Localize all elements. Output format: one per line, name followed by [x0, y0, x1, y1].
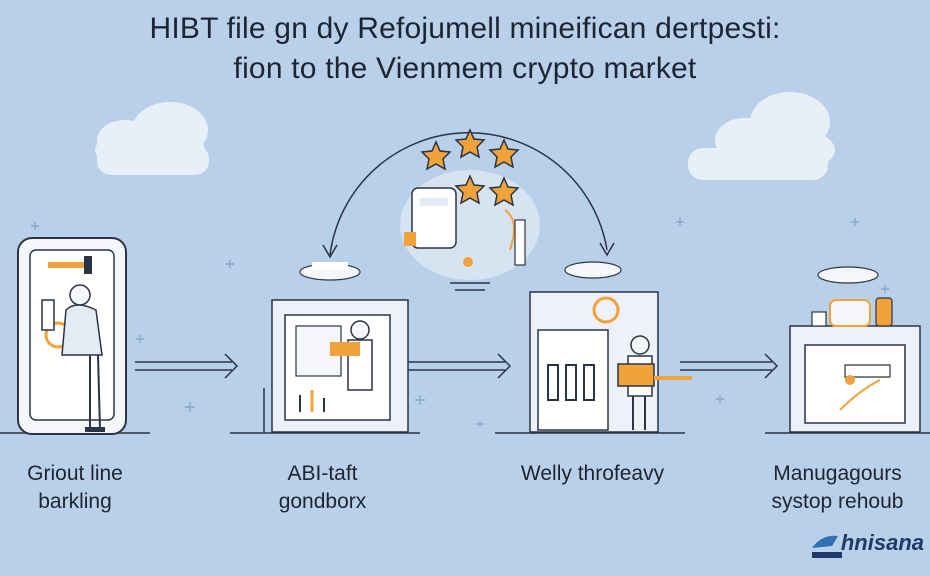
- cloud-icon: [95, 102, 209, 175]
- stage-label-2: ABI-taft gondborx: [240, 460, 405, 516]
- logo-swoosh-icon: [812, 535, 842, 558]
- star-icon: [420, 128, 520, 207]
- loop-arrow-icon: [322, 132, 615, 259]
- stage-2-illustration: [263, 262, 409, 433]
- stage-label-2-line2: gondborx: [278, 490, 367, 513]
- stage-label-4: Manugagours systop rehoub: [745, 460, 930, 516]
- arrow-right-icon: [680, 353, 779, 379]
- stage-label-1-line1: Griout line: [27, 462, 123, 485]
- stage-3-illustration: [529, 261, 692, 433]
- title-line-1: HIBT file gn dy Refojumell mineifican de…: [149, 12, 781, 45]
- stage-label-2-line1: ABI-taft: [287, 462, 358, 485]
- stage-label-1: Griout line barkling: [0, 460, 150, 516]
- stage-label-4-line2: systop rehoub: [771, 490, 904, 513]
- cloud-icon: [688, 92, 835, 180]
- stage-label-1-line2: barkling: [38, 490, 112, 513]
- brand-logo-text: hnisana: [840, 530, 924, 555]
- stage-label-3: Welly throfeavy: [495, 460, 690, 488]
- stage-label-4-line1: Manugagours: [773, 462, 902, 485]
- arrow-right-icon: [135, 353, 239, 379]
- title-line-2: fion to the Vienmem crypto market: [233, 52, 697, 85]
- arrow-right-icon: [405, 353, 512, 379]
- stage-4-illustration: [789, 266, 921, 433]
- stage-1-illustration: [17, 237, 127, 435]
- stage-label-3-line1: Welly throfeavy: [520, 462, 665, 485]
- sparkle-icon: [31, 218, 889, 428]
